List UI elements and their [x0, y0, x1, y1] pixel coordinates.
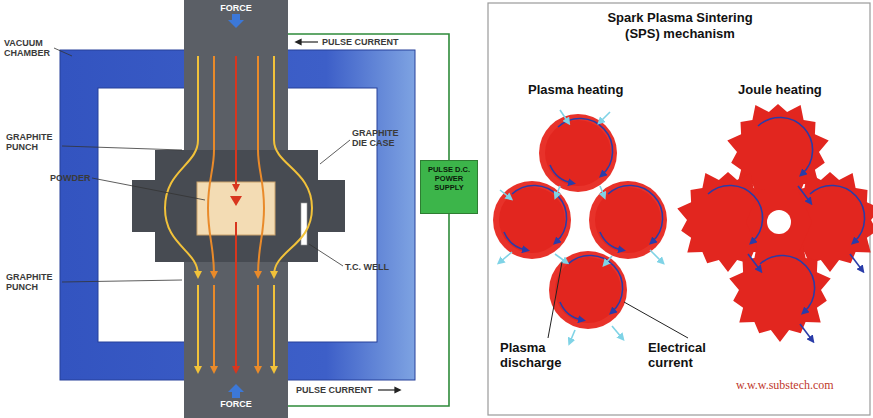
discharge-arrow: [605, 256, 612, 264]
part-label: T.C. WELL: [345, 262, 389, 272]
joule-heating-particles: [677, 104, 873, 342]
particle-core: [545, 120, 611, 186]
pulse-current-wire: [288, 214, 449, 406]
watermark: w.w.w.substech.com: [736, 380, 834, 390]
discharge-arrow: [650, 250, 662, 262]
current-arrow: [748, 254, 760, 270]
pore: [767, 210, 791, 234]
current-arrow: [798, 186, 810, 202]
discharge-arrow: [600, 186, 604, 196]
part-label: VACUUM CHAMBER: [4, 38, 58, 58]
current-arrow: [568, 255, 623, 312]
particle: [589, 181, 667, 259]
part-label: GRAPHITE PUNCH: [6, 272, 64, 292]
discharge-arrow: [612, 326, 622, 338]
discharge-arrow: [570, 330, 575, 342]
callout-label: Electrical current: [648, 340, 748, 370]
node-label: PULSE D.C. POWER SUPPLY: [424, 165, 474, 192]
node-label: FORCE: [184, 0, 288, 13]
discharge-arrow: [600, 112, 610, 122]
tc-well: [301, 203, 307, 245]
current-arrow: [850, 254, 862, 270]
plasma-heating-particles: [493, 110, 667, 342]
graphite-punch: FORCE: [184, 380, 288, 418]
current-arrow: [758, 117, 813, 174]
section-heading: Joule heating: [738, 82, 822, 97]
current-arrow: [608, 185, 663, 242]
current-arrow: [504, 232, 526, 250]
current-arrow: [760, 255, 815, 312]
particle-core: [555, 257, 621, 323]
power-supply: PULSE D.C. POWER SUPPLY: [420, 160, 478, 214]
callout-label: Plasma discharge: [500, 340, 600, 370]
current-arrow: [800, 324, 812, 340]
pulse-current-wire: [288, 34, 449, 160]
node-label: FORCE: [184, 399, 288, 409]
discharge-arrow: [555, 254, 566, 262]
discharge-arrow: [560, 110, 568, 122]
force-arrow: [226, 13, 246, 29]
particle-core: [595, 187, 661, 253]
particle: [539, 114, 617, 192]
current-arrow: [550, 165, 572, 183]
section-heading: Plasma heating: [528, 82, 623, 97]
particle: [549, 251, 627, 329]
part-label: POWDER: [50, 173, 91, 183]
part-label: GRAPHITE PUNCH: [6, 132, 64, 152]
signal-label: PULSE CURRENT: [322, 37, 399, 47]
graphite-punch: FORCE: [184, 0, 288, 50]
panel-title: Spark Plasma Sintering (SPS) mechanism: [600, 10, 760, 42]
discharge-arrow: [500, 190, 510, 198]
current-arrow: [600, 232, 622, 250]
current-arrow: [708, 185, 763, 242]
neck: [746, 190, 812, 254]
current-arrow: [512, 185, 567, 242]
current-arrow: [558, 118, 613, 175]
current-arrow: [560, 302, 582, 320]
particle: [493, 181, 571, 259]
signal-label: PULSE CURRENT: [296, 385, 373, 395]
part-label: GRAPHITE DIE CASE: [352, 128, 414, 148]
discharge-arrow: [500, 252, 512, 262]
vacuum-chamber: [60, 50, 415, 380]
sintered-particle: [729, 242, 830, 342]
particle-core: [499, 187, 565, 253]
discharge-arrow: [556, 186, 560, 196]
current-arrow: [810, 185, 865, 242]
force-arrow: [226, 383, 246, 399]
